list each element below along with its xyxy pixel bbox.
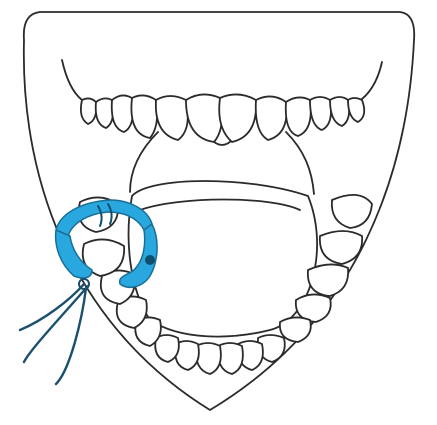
- upper-tooth: [112, 95, 133, 132]
- upper-tooth: [330, 97, 349, 126]
- upper-tooth: [131, 95, 157, 138]
- upper-tooth: [156, 96, 188, 140]
- upper-tooth: [219, 94, 256, 142]
- upper-tooth: [286, 97, 311, 136]
- upper-tooth: [256, 96, 287, 140]
- lower-tooth: [332, 195, 372, 228]
- throat-left: [130, 132, 158, 192]
- upper-tooth: [186, 94, 222, 142]
- lower-tooth: [308, 264, 348, 296]
- upper-tooth: [348, 98, 364, 122]
- throat-right: [286, 132, 314, 194]
- lower-right-teeth: [280, 195, 372, 342]
- safety-floss: [20, 284, 88, 384]
- lower-tooth: [196, 343, 221, 374]
- clamp-hole: [145, 255, 155, 265]
- floss-strand: [20, 284, 84, 330]
- floss-strand: [56, 288, 86, 384]
- tongue-curve: [140, 200, 300, 211]
- upper-tooth: [81, 98, 96, 124]
- lower-front-teeth: [155, 335, 285, 374]
- upper-tooth: [96, 98, 113, 128]
- upper-tooth: [310, 97, 331, 130]
- upper-teeth: [81, 94, 364, 142]
- upper-lip-line: [62, 60, 382, 102]
